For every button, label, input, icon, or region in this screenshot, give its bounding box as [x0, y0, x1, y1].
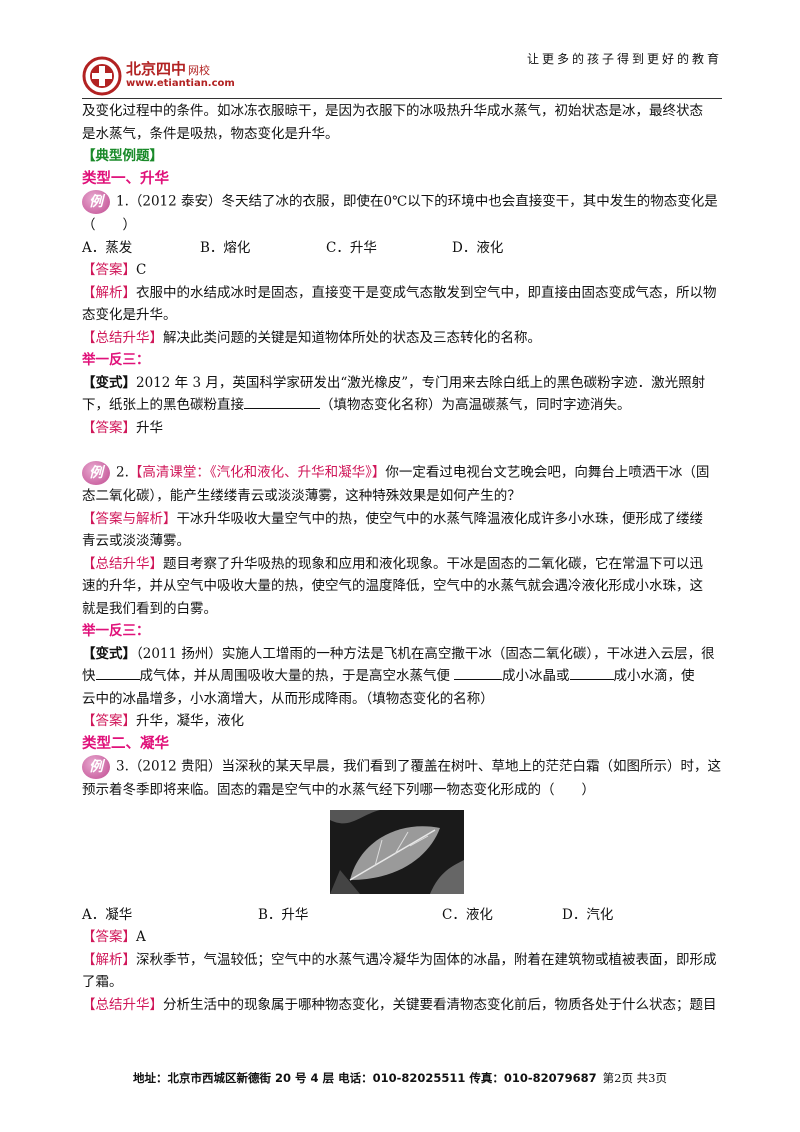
example2-summary-cont: 速的升华，并从空气中吸收大量的热，使空气的温度降低，空气中的水蒸气就会遇冷液化形… — [82, 578, 703, 594]
fill-blank[interactable] — [569, 665, 614, 680]
example1-answer: 【答案】C — [82, 262, 147, 278]
logo-url: www.etiantian.com — [126, 78, 235, 89]
header-slogan: 让更多的孩子得到更好的教育 — [526, 52, 722, 66]
frost-leaf-photo — [330, 809, 464, 894]
option: A．凝华 — [82, 906, 133, 923]
page-number: 第2页 共3页 — [602, 1071, 667, 1085]
example3-question-cont: 预示着冬季即将来临。固态的霜是空气中的水蒸气经下列哪一物态变化形成的（ ） — [82, 782, 595, 798]
variant2-question-cont: 云中的冰晶增多，小水滴增大，从而形成降雨。（填物态变化的名称） — [82, 690, 494, 707]
example1-analysis: 【解析】衣服中的水结成冰时是固态，直接变干是变成气态散发到空气中，即直接由固态变… — [82, 284, 717, 301]
option: D．液化 — [452, 239, 504, 256]
option: B．熔化 — [200, 239, 251, 256]
option: C．液化 — [442, 906, 493, 923]
example3-options: A．凝华 B．升华 C．液化 D．汽化 — [82, 904, 722, 927]
school-logo-icon — [82, 56, 122, 96]
intro-line: 及变化过程中的条件。如冰冻衣服晾干，是因为衣服下的冰吸热升华成水蒸气，初始状态是… — [82, 103, 703, 119]
example3-answer: 【答案】A — [82, 929, 146, 945]
variant2-answer: 【答案】升华，凝华，液化 — [82, 713, 244, 729]
example3-analysis: 【解析】深秋季节，气温较低；空气中的水蒸气遇冷凝华为固体的冰晶，附着在建筑物或植… — [82, 951, 717, 968]
logo-name: 北京四中网校 — [126, 60, 211, 78]
example-badge-icon: 例 — [82, 461, 110, 485]
example2-summary-cont: 就是我们看到的白雾。 — [82, 600, 217, 617]
practice-title: 举一反三： — [82, 623, 150, 639]
example2-answer-cont: 青云或淡淡薄雾。 — [82, 533, 190, 549]
footer-address: 地址：北京市西城区新德街 20 号 4 层 电话：010-82025511 传真… — [133, 1071, 597, 1085]
example1-question-cont: （ ） — [82, 217, 136, 233]
option: D．汽化 — [562, 906, 614, 923]
example3-analysis-cont: 了霜。 — [82, 974, 123, 990]
page-header: 北京四中网校 www.etiantian.com 让更多的孩子得到更好的教育 — [82, 40, 722, 102]
page-footer: 地址：北京市西城区新德街 20 号 4 层 电话：010-82025511 传真… — [0, 1070, 800, 1086]
fill-blank[interactable] — [95, 665, 140, 680]
option: C．升华 — [326, 239, 377, 256]
page-content: 及变化过程中的条件。如冰冻衣服晾干，是因为衣服下的冰吸热升华成水蒸气，初始状态是… — [82, 100, 722, 1016]
example1-options: A．蒸发 B．熔化 C．升华 D．液化 — [82, 237, 722, 260]
example1-summary: 【总结升华】解决此类问题的关键是知道物体所处的状态及三态转化的名称。 — [82, 329, 541, 346]
header-divider — [82, 98, 722, 99]
option: B．升华 — [258, 906, 309, 923]
variant2-question: 【变式】（2011 扬州）实施人工增雨的一种方法是飞机在高空撒干冰（固态二氧化碳… — [82, 645, 715, 662]
example3-summary: 【总结升华】分析生活中的现象属于哪种物态变化，关键要看清物态变化前后，物质各处于… — [82, 996, 717, 1013]
option: A．蒸发 — [82, 239, 133, 256]
example2-summary: 【总结升华】题目考察了升华吸热的现象和应用和液化现象。干冰是固态的二氧化碳，它在… — [82, 555, 703, 572]
type1-title: 类型一、升华 — [82, 169, 169, 187]
hd-class-link[interactable]: 【高清课堂：《汽化和液化、升华和凝华》】 — [128, 464, 386, 481]
section-title: 【典型例题】 — [82, 148, 163, 164]
intro-line: 是水蒸气，条件是吸热，物态变化是升华。 — [82, 125, 339, 142]
example-badge-icon: 例 — [82, 190, 110, 214]
variant1-question: 【变式】2012 年 3 月，英国科学家研发出“激光橡皮”，专门用来去除白纸上的… — [82, 374, 706, 391]
example-badge-icon: 例 — [82, 755, 110, 779]
fill-blank[interactable] — [454, 665, 502, 680]
example2-question-cont: 态二氧化碳），能产生缕缕青云或淡淡薄雾，这种特殊效果是如何产生的？ — [82, 488, 521, 504]
example1-analysis-cont: 态变化是升华。 — [82, 307, 177, 323]
variant1-question-cont: 下，纸张上的黑色碳粉直接（填物态变化名称）为高温碳蒸气，同时字迹消失。 — [82, 394, 722, 417]
example2-answer: 【答案与解析】干冰升华吸收大量空气中的热，使空气中的水蒸气降温液化成许多小水珠，… — [82, 510, 703, 527]
frost-leaf-icon — [330, 809, 464, 894]
type2-title: 类型二、凝华 — [82, 734, 169, 752]
fill-blank[interactable] — [244, 394, 320, 409]
practice-title: 举一反三： — [82, 352, 150, 368]
variant2-question-cont: 快成气体，并从周围吸收大量的热，于是高空水蒸气便成小冰晶或成小水滴，使 — [82, 665, 722, 688]
variant1-answer: 【答案】升华 — [82, 419, 163, 436]
